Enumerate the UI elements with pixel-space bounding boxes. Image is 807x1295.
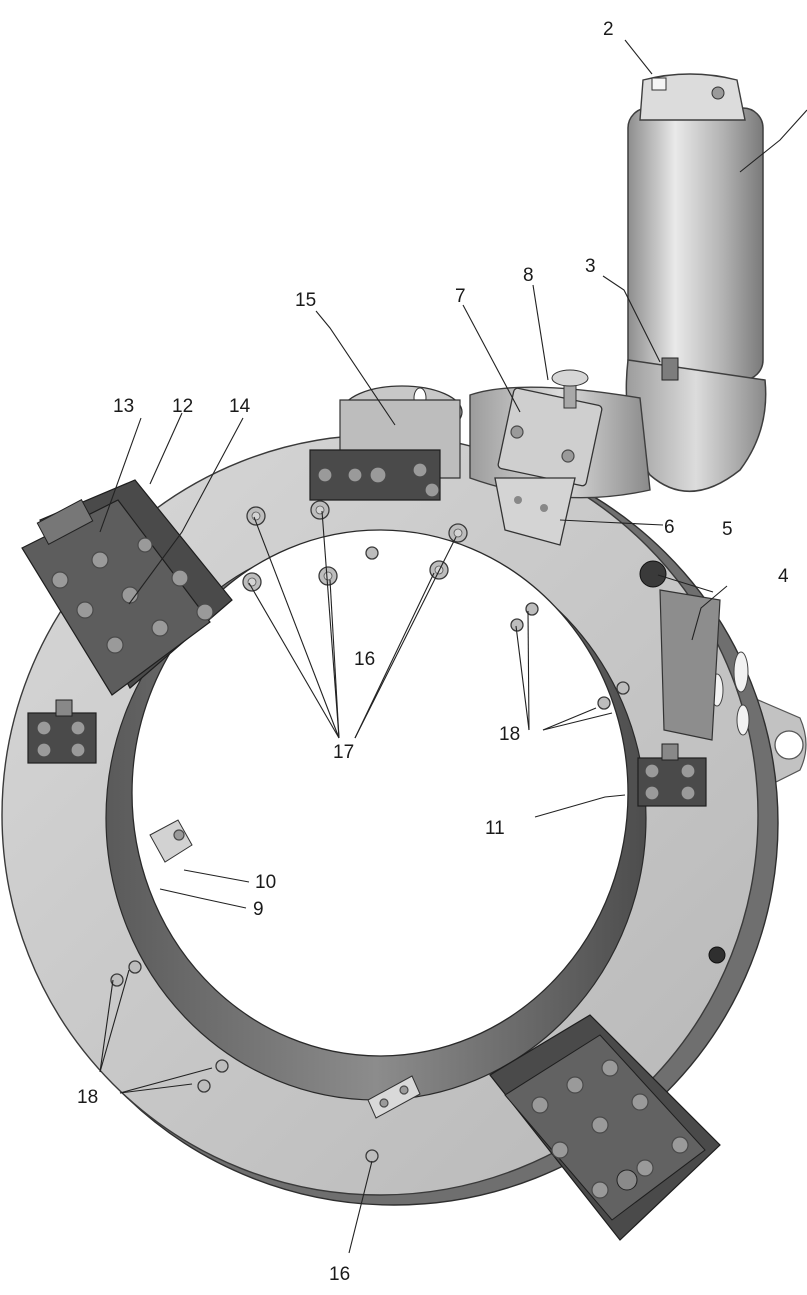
callout-7: 7 xyxy=(455,286,466,307)
cap-screw xyxy=(318,566,338,586)
callout-10: 10 xyxy=(255,872,276,893)
callout-13: 13 xyxy=(113,396,134,417)
pin xyxy=(365,1149,379,1163)
feed-housing xyxy=(309,385,463,501)
callout-6: 6 xyxy=(664,517,675,538)
set-screw xyxy=(215,1059,229,1073)
connector-and-panel xyxy=(639,560,721,741)
callout-11: 11 xyxy=(485,818,505,839)
side-knob xyxy=(708,946,726,964)
callout-9: 9 xyxy=(253,899,264,920)
leader-lines xyxy=(99,39,807,1254)
set-screw xyxy=(197,1079,211,1093)
callout-18-left: 18 xyxy=(77,1087,98,1108)
callout-17: 17 xyxy=(333,742,354,763)
bottom-pad xyxy=(367,1075,421,1119)
clamp-block-left xyxy=(27,699,97,764)
callout-2: 2 xyxy=(603,19,614,40)
callout-5: 5 xyxy=(722,519,733,540)
callout-12: 12 xyxy=(172,396,193,417)
cap-screw xyxy=(448,523,468,543)
cap-screw xyxy=(310,500,330,520)
inner-clamp xyxy=(149,819,193,863)
drive-gearbox xyxy=(469,369,651,546)
callout-14: 14 xyxy=(229,396,251,417)
callout-4: 4 xyxy=(778,566,789,587)
set-screw xyxy=(597,696,611,710)
set-screw xyxy=(510,618,524,632)
callout-16-top: 16 xyxy=(354,649,375,670)
callout-15: 15 xyxy=(295,290,316,311)
callout-8: 8 xyxy=(523,265,534,286)
cap-screw xyxy=(242,572,262,592)
tool-slide-lower xyxy=(489,1014,721,1241)
clamp-block-right xyxy=(637,743,707,807)
callout-16-bottom: 16 xyxy=(329,1264,350,1285)
motor-housing xyxy=(625,73,767,493)
tool-slide-upper xyxy=(21,479,233,696)
set-screw xyxy=(128,960,142,974)
callout-3: 3 xyxy=(585,256,596,277)
callout-18-right: 18 xyxy=(499,724,520,745)
set-screw xyxy=(110,973,124,987)
set-screw xyxy=(525,602,539,616)
callout-labels: 2 3 4 5 6 7 8 9 10 11 12 13 14 15 16 16 … xyxy=(77,19,789,1285)
set-screw xyxy=(616,681,630,695)
pin xyxy=(365,546,379,560)
